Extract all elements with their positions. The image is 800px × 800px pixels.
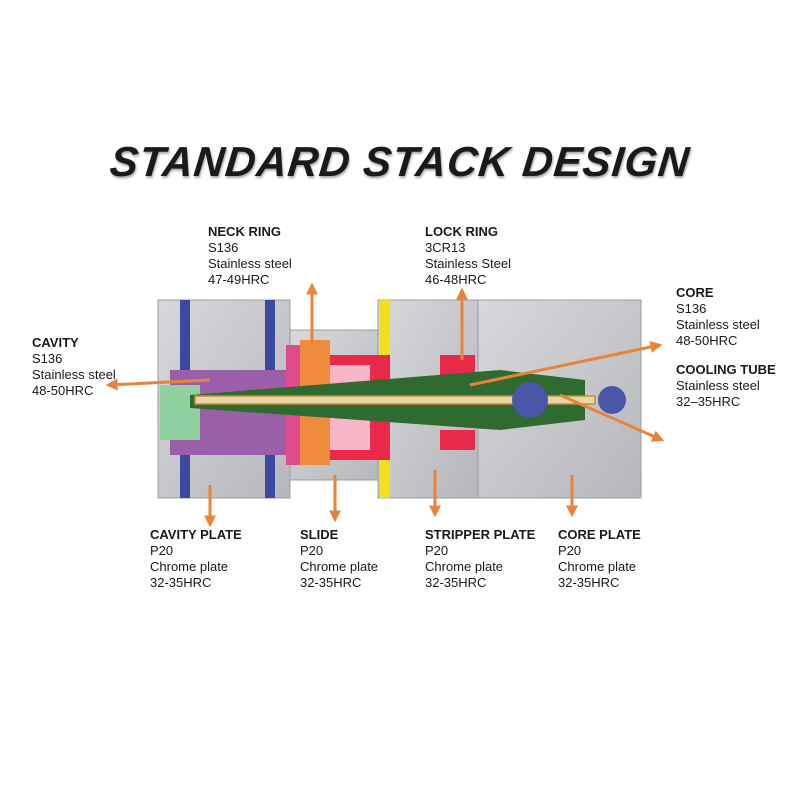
arrow-cavity	[105, 378, 211, 391]
label-core-plate: CORE PLATE P20 Chrome plate 32-35HRC	[558, 527, 641, 590]
label-slide: SLIDE P20 Chrome plate 32-35HRC	[300, 527, 379, 590]
label-stripper-plate: STRIPPER PLATE P20 Chrome plate 32-35HRC	[425, 527, 536, 590]
label-cavity-plate: CAVITY PLATE P20 Chrome plate 32-35HRC	[150, 527, 242, 590]
label-core: CORE S136 Stainless steel 48-50HRC	[676, 285, 760, 348]
label-cooling-tube: COOLING TUBE Stainless steel 32–35HRC	[676, 362, 776, 409]
arrow-cooling-tube	[559, 393, 665, 442]
label-cavity: CAVITY S136 Stainless steel 48-50HRC	[32, 335, 116, 398]
label-neck-ring: NECK RING S136 Stainless steel 47-49HRC	[208, 224, 292, 287]
title-reflection: STANDARD STACK DESIGN	[0, 180, 800, 198]
cooling-tube-shape	[194, 382, 626, 418]
label-arrows	[105, 282, 665, 528]
label-lock-ring: LOCK RING 3CR13 Stainless Steel 46-48HRC	[425, 224, 511, 287]
arrow-core	[469, 341, 663, 387]
diagram-title: STANDARD STACK DESIGN	[107, 138, 693, 185]
